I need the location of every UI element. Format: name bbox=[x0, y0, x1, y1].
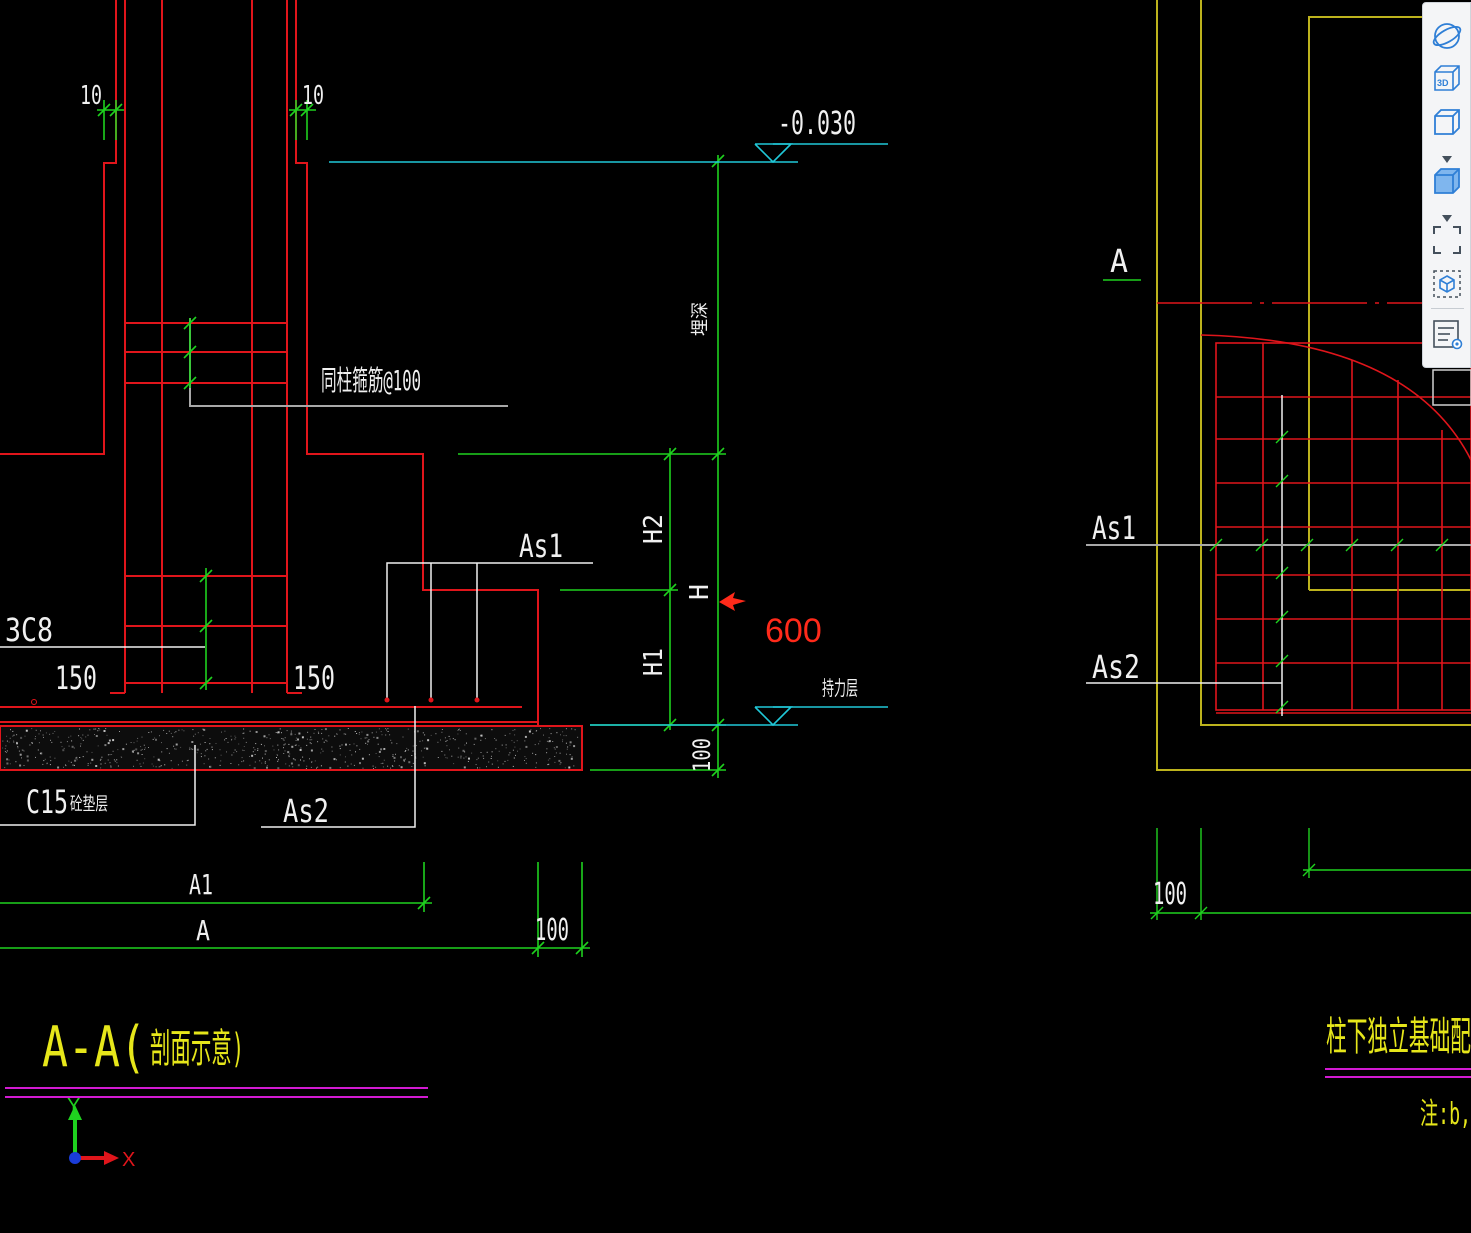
axis-y-label: Y bbox=[67, 1095, 80, 1117]
fullscreen-icon[interactable] bbox=[1430, 223, 1464, 257]
title-underline bbox=[5, 1087, 428, 1098]
plan-note: 注:b, bbox=[1420, 1097, 1471, 1132]
section-view: 10 10 -0.030 埋深 同柱箍筋@100 As1 H2 H H1 持力层… bbox=[0, 0, 888, 1098]
plan-as2-label: As2 bbox=[1092, 648, 1140, 686]
a-label: A bbox=[196, 914, 210, 947]
as1-rebar-leaders bbox=[0, 562, 593, 828]
chevron-down-icon[interactable] bbox=[1442, 208, 1452, 222]
svg-text:3D: 3D bbox=[1437, 78, 1449, 88]
as1-label: As1 bbox=[519, 527, 563, 565]
stirrup-note: 同柱箍筋@100 bbox=[321, 364, 421, 397]
dim-150-left: 150 bbox=[55, 659, 97, 697]
c15-sub-label: 砼垫层 bbox=[70, 794, 108, 815]
c15-label: C15 bbox=[26, 783, 68, 821]
axis-x-label: X bbox=[122, 1149, 135, 1171]
elevation-markers bbox=[329, 143, 888, 727]
dimension-lines bbox=[0, 100, 726, 957]
shaded-cube-icon[interactable] bbox=[1430, 164, 1464, 198]
section-title-sub: 剖面示意) bbox=[150, 1026, 244, 1072]
annotation-value: 600 bbox=[765, 612, 822, 650]
depth-label: 埋深 bbox=[690, 302, 711, 336]
plan-as1-label: As1 bbox=[1092, 509, 1136, 547]
h1-label: H1 bbox=[639, 648, 669, 676]
section-title: A-A( bbox=[42, 1015, 146, 1080]
bearing-layer-label: 持力层 bbox=[822, 676, 858, 700]
plan-title: 柱下独立基础配 bbox=[1326, 1014, 1471, 1060]
dim-150-right: 150 bbox=[293, 659, 335, 697]
properties-list-icon[interactable] bbox=[1430, 317, 1464, 351]
dimension-ticks bbox=[97, 103, 725, 955]
wireframe-cube-icon[interactable] bbox=[1430, 105, 1464, 139]
h-label: H bbox=[685, 584, 715, 600]
dim-10-left: 10 bbox=[80, 81, 102, 111]
as2-label: As2 bbox=[283, 792, 329, 830]
dim-100-bottom: 100 bbox=[535, 913, 569, 948]
annotation-arrow-icon bbox=[719, 592, 746, 611]
isolate-icon[interactable] bbox=[1430, 267, 1464, 301]
chevron-down-icon[interactable] bbox=[1442, 149, 1452, 163]
view-cube-fragment[interactable] bbox=[1432, 369, 1471, 406]
plan-dim-100: 100 bbox=[1153, 877, 1187, 912]
elevation-top-label: -0.030 bbox=[778, 104, 856, 142]
plan-section-mark: A bbox=[1110, 242, 1128, 280]
dim-10-right: 10 bbox=[302, 81, 324, 111]
plan-view: A As1 As2 100 柱下独立基础配 注:b, bbox=[1086, 0, 1471, 1132]
dim-100-right: 100 bbox=[688, 738, 716, 772]
navigation-toolbar: 3D bbox=[1422, 2, 1471, 368]
c15-cushion-layer bbox=[0, 725, 583, 771]
h2-label: H2 bbox=[639, 514, 669, 544]
label-3c8: 3C8 bbox=[5, 611, 53, 649]
markup-annotation[interactable]: 600 bbox=[719, 592, 822, 650]
orbit-icon[interactable] bbox=[1430, 19, 1464, 53]
3d-view-icon[interactable]: 3D bbox=[1430, 61, 1464, 95]
ucs-axis-icon: Y X bbox=[67, 1095, 135, 1171]
toolbar-divider bbox=[1431, 308, 1464, 309]
a1-label: A1 bbox=[189, 868, 213, 901]
